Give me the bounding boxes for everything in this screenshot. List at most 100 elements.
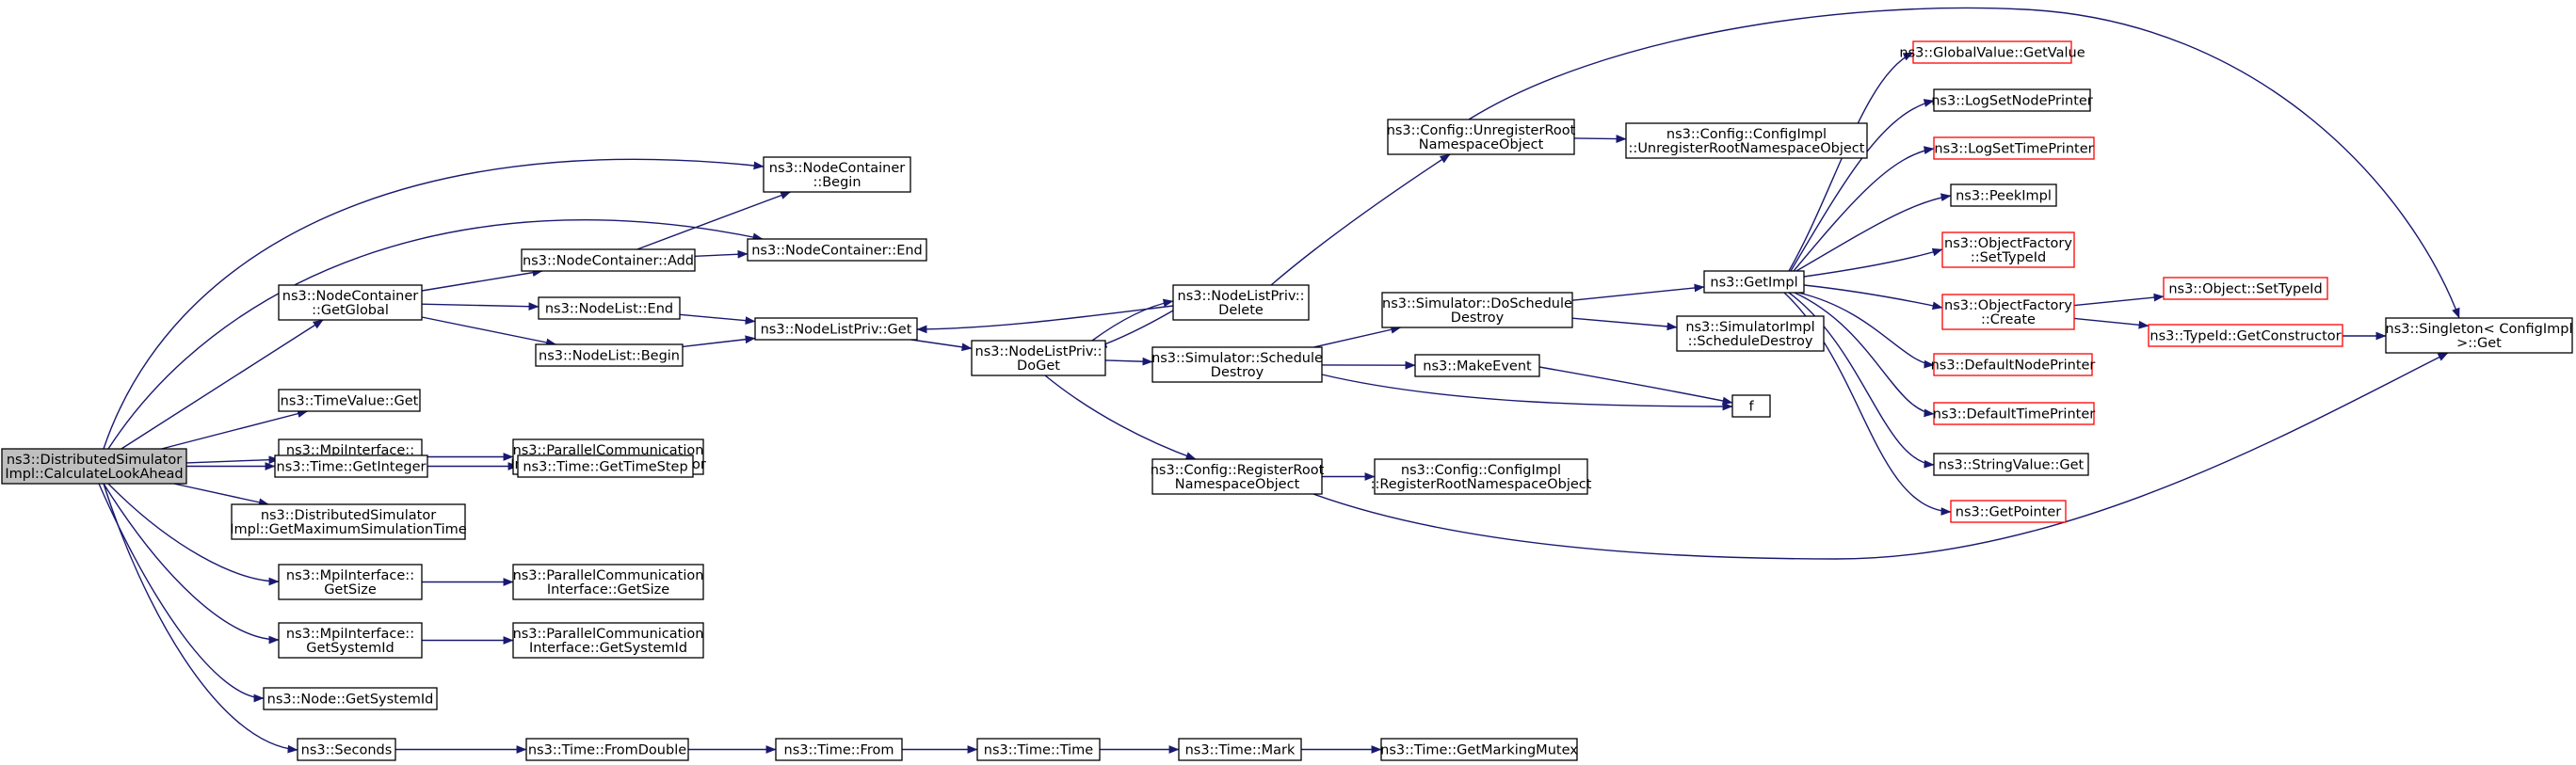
node-box[interactable] xyxy=(971,340,1106,376)
node-dsi_getmax[interactable]: ns3::DistributedSimulatorImpl::GetMaximu… xyxy=(230,503,467,540)
node-mpi_getsize[interactable]: ns3::MpiInterface::GetSize xyxy=(278,564,423,600)
node-time_from[interactable]: ns3::Time::From xyxy=(775,738,903,761)
node-box[interactable] xyxy=(231,503,466,540)
node-box[interactable] xyxy=(512,564,704,600)
node-box[interactable] xyxy=(1703,270,1805,294)
node-nlp_get[interactable]: ns3::NodeListPriv::Get xyxy=(754,317,918,341)
node-pci_getsysid[interactable]: ns3::ParallelCommunicationInterface::Get… xyxy=(512,622,704,659)
node-label: Impl::GetMaximumSimulationTime xyxy=(230,522,466,537)
node-box[interactable] xyxy=(274,454,428,478)
edge-nc_getglobal-to-nl_end xyxy=(421,302,539,311)
node-makeevent[interactable]: ns3::MakeEvent xyxy=(1414,354,1540,377)
node-obj_settypeid[interactable]: ns3::Object::SetTypeId xyxy=(2163,277,2328,300)
node-box[interactable] xyxy=(763,156,911,193)
node-box[interactable] xyxy=(1933,453,2089,476)
node-box[interactable] xyxy=(263,687,438,710)
node-box[interactable] xyxy=(2163,277,2328,300)
node-of_settypeid[interactable]: ns3::ObjectFactory::SetTypeId xyxy=(1941,231,2075,268)
node-seconds[interactable]: ns3::Seconds xyxy=(297,738,396,761)
node-box[interactable] xyxy=(1731,394,1771,418)
node-of_create[interactable]: ns3::ObjectFactory::Create xyxy=(1941,294,2075,330)
node-box[interactable] xyxy=(538,296,681,320)
node-box[interactable] xyxy=(1950,183,2057,207)
node-mpi_getsysid[interactable]: ns3::MpiInterface::GetSystemId xyxy=(278,622,423,659)
node-box[interactable] xyxy=(1676,315,1825,352)
node-box[interactable] xyxy=(512,622,704,659)
node-box[interactable] xyxy=(747,238,927,262)
node-time_time[interactable]: ns3::Time::Time xyxy=(976,738,1101,761)
node-box[interactable] xyxy=(2148,324,2343,347)
node-box[interactable] xyxy=(1933,402,2095,425)
node-getpointer[interactable]: ns3::GetPointer xyxy=(1950,500,2067,523)
node-box[interactable] xyxy=(1941,231,2075,268)
node-box[interactable] xyxy=(1380,738,1578,761)
node-nl_end[interactable]: ns3::NodeList::End xyxy=(538,296,681,320)
node-cfg_unreg[interactable]: ns3::Config::UnregisterRootNamespaceObje… xyxy=(1387,119,1576,155)
node-nlp_delete[interactable]: ns3::NodeListPriv::Delete xyxy=(1172,284,1310,321)
node-box[interactable] xyxy=(1625,122,1868,159)
node-singleton_get[interactable]: ns3::Singleton< ConfigImpl >::Get xyxy=(2385,317,2573,354)
node-time_getmarkmutex[interactable]: ns3::Time::GetMarkingMutex xyxy=(1380,738,1578,761)
node-time_fromdouble[interactable]: ns3::Time::FromDouble xyxy=(525,738,689,761)
node-box[interactable] xyxy=(517,454,694,478)
node-box[interactable] xyxy=(278,284,423,321)
node-time_getint[interactable]: ns3::Time::GetInteger xyxy=(274,454,428,478)
node-logsetnode[interactable]: ns3::LogSetNodePrinter xyxy=(1931,88,2093,112)
node-box[interactable] xyxy=(1151,458,1323,495)
node-label: ns3::DistributedSimulator xyxy=(261,508,436,523)
node-stringvalue_get[interactable]: ns3::StringValue::Get xyxy=(1933,453,2089,476)
node-box[interactable] xyxy=(1151,346,1323,383)
node-box[interactable] xyxy=(1387,119,1575,155)
node-nl_begin[interactable]: ns3::NodeList::Begin xyxy=(535,343,684,367)
node-box[interactable] xyxy=(1950,500,2067,523)
node-box[interactable] xyxy=(754,317,918,341)
node-box[interactable] xyxy=(1414,354,1540,377)
node-label: Interface::GetSize xyxy=(547,582,669,598)
node-box[interactable] xyxy=(1374,458,1588,495)
node-nc_end[interactable]: ns3::NodeContainer::End xyxy=(747,238,927,262)
node-box[interactable] xyxy=(2385,317,2573,354)
node-sim_sched[interactable]: ns3::Simulator::ScheduleDestroy xyxy=(1151,346,1323,383)
node-box[interactable] xyxy=(1912,40,2072,64)
node-nc_getglobal[interactable]: ns3::NodeContainer::GetGlobal xyxy=(278,284,423,321)
node-gv_getvalue[interactable]: ns3::GlobalValue::GetValue xyxy=(1899,40,2085,64)
node-deftimeprinter[interactable]: ns3::DefaultTimePrinter xyxy=(1933,402,2095,425)
node-box[interactable] xyxy=(1381,292,1573,328)
node-root[interactable]: ns3::DistributedSimulatorImpl::Calculate… xyxy=(1,448,187,485)
node-box[interactable] xyxy=(775,738,903,761)
node-nc_begin[interactable]: ns3::NodeContainer::Begin xyxy=(763,156,911,193)
node-time_getstep[interactable]: ns3::Time::GetTimeStep xyxy=(517,454,694,478)
node-f[interactable]: f xyxy=(1731,394,1771,418)
node-box[interactable] xyxy=(1941,294,2075,330)
node-box[interactable] xyxy=(1933,88,2091,112)
node-cfg_reg[interactable]: ns3::Config::RegisterRootNamespaceObject xyxy=(1151,458,1325,495)
node-box[interactable] xyxy=(1,448,187,485)
node-nlp_doget[interactable]: ns3::NodeListPriv::DoGet xyxy=(971,340,1106,376)
node-simimpl_sched[interactable]: ns3::SimulatorImpl::ScheduleDestroy xyxy=(1676,315,1825,352)
node-box[interactable] xyxy=(1933,353,2093,376)
node-box[interactable] xyxy=(1172,284,1310,321)
node-box[interactable] xyxy=(278,389,421,412)
node-box[interactable] xyxy=(1933,136,2095,160)
node-pci_getsize[interactable]: ns3::ParallelCommunicationInterface::Get… xyxy=(512,564,704,600)
node-box[interactable] xyxy=(297,738,396,761)
node-box[interactable] xyxy=(535,343,684,367)
node-node_getsysid[interactable]: ns3::Node::GetSystemId xyxy=(263,687,438,710)
node-typeid_getctor[interactable]: ns3::TypeId::GetConstructor xyxy=(2148,324,2343,347)
node-cfgimpl_unreg[interactable]: ns3::Config::ConfigImpl::UnregisterRootN… xyxy=(1625,122,1868,159)
node-box[interactable] xyxy=(521,248,696,272)
node-box[interactable] xyxy=(525,738,689,761)
node-cfgimpl_reg[interactable]: ns3::Config::ConfigImpl::RegisterRootNam… xyxy=(1371,458,1592,495)
node-logsettime[interactable]: ns3::LogSetTimePrinter xyxy=(1933,136,2095,160)
node-box[interactable] xyxy=(278,564,423,600)
node-time_mark[interactable]: ns3::Time::Mark xyxy=(1178,738,1302,761)
node-getimpl[interactable]: ns3::GetImpl xyxy=(1703,270,1805,294)
node-box[interactable] xyxy=(278,622,423,659)
node-nc_add[interactable]: ns3::NodeContainer::Add xyxy=(521,248,696,272)
node-peekimpl[interactable]: ns3::PeekImpl xyxy=(1950,183,2057,207)
node-box[interactable] xyxy=(1178,738,1302,761)
node-timevalue_get[interactable]: ns3::TimeValue::Get xyxy=(278,389,421,412)
node-defnodeprinter[interactable]: ns3::DefaultNodePrinter xyxy=(1931,353,2096,376)
node-box[interactable] xyxy=(976,738,1101,761)
